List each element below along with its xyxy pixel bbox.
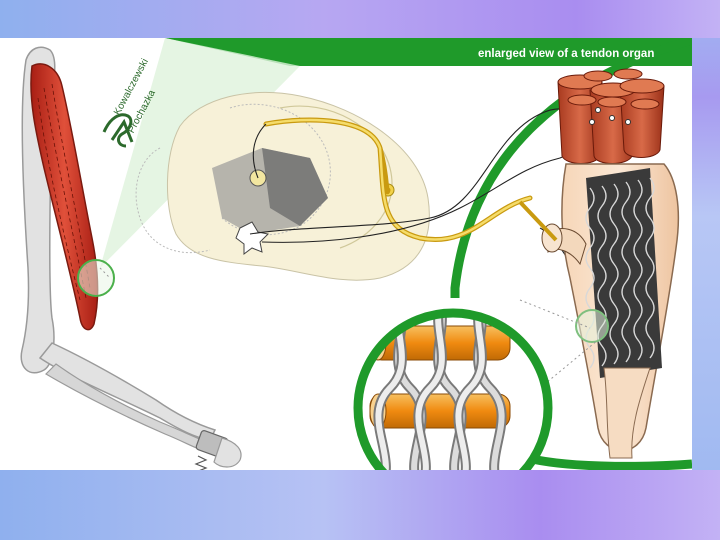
tendon-organ-figure: enlarged view of a tendon organ Kowalcze… <box>0 38 692 470</box>
diagram-canvas <box>0 38 692 470</box>
slide-background-bottom <box>0 470 720 540</box>
tendon-location-marker <box>78 260 114 296</box>
caption-enlarged-view: enlarged view of a tendon organ <box>478 48 654 60</box>
collagen-zoom-circle <box>358 288 548 470</box>
slide-background-top <box>0 0 720 38</box>
muscle-fibre-bundle <box>558 69 664 164</box>
